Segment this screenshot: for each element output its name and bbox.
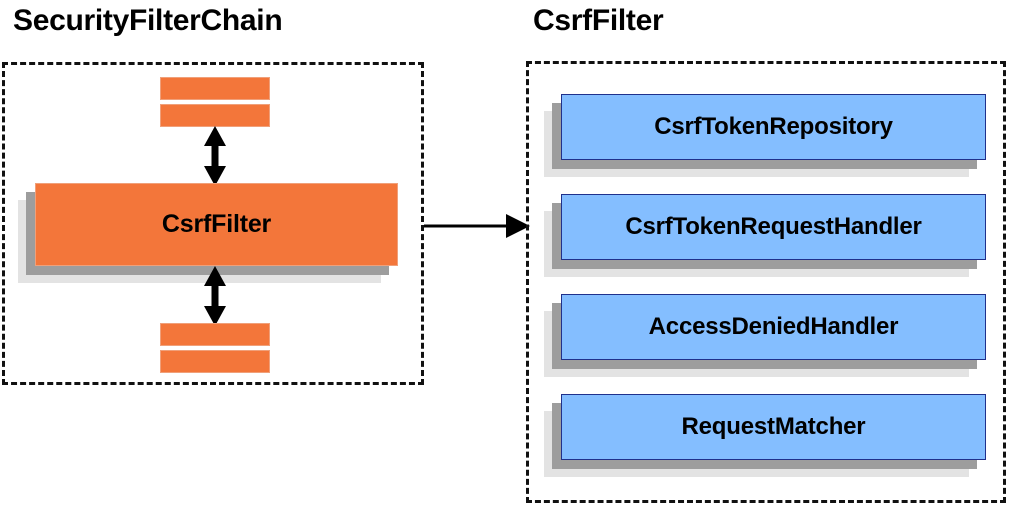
container-csrffilter [526,61,1006,503]
container-securityfilterchain [2,62,424,385]
node-accessdeniedhandler[interactable]: AccessDeniedHandler [544,294,986,377]
panel-title-csrffilter: CsrfFilter [533,4,664,37]
vertical-double-arrow-bottom-icon [204,266,226,326]
filter-stub-bar-top-2 [160,104,270,127]
filter-stub-bar-top-1 [160,77,270,100]
vertical-double-arrow-top-icon [204,126,226,186]
filter-stub-bar-bottom-1 [160,323,270,346]
node-label: CsrfFilter [35,183,398,266]
node-label: CsrfTokenRequestHandler [561,194,986,260]
node-label: CsrfTokenRepository [561,94,986,160]
left-to-right-arrow-icon [424,214,530,238]
node-csrftokenrepository[interactable]: CsrfTokenRepository [544,94,986,177]
node-csrffilter[interactable]: CsrfFilter [18,183,398,283]
node-requestmatcher[interactable]: RequestMatcher [544,394,986,477]
panel-title-securityfilterchain: SecurityFilterChain [13,4,283,37]
node-label: RequestMatcher [561,394,986,460]
filter-stub-bar-bottom-2 [160,350,270,373]
node-label: AccessDeniedHandler [561,294,986,360]
node-csrftokenrequesthandler[interactable]: CsrfTokenRequestHandler [544,194,986,277]
